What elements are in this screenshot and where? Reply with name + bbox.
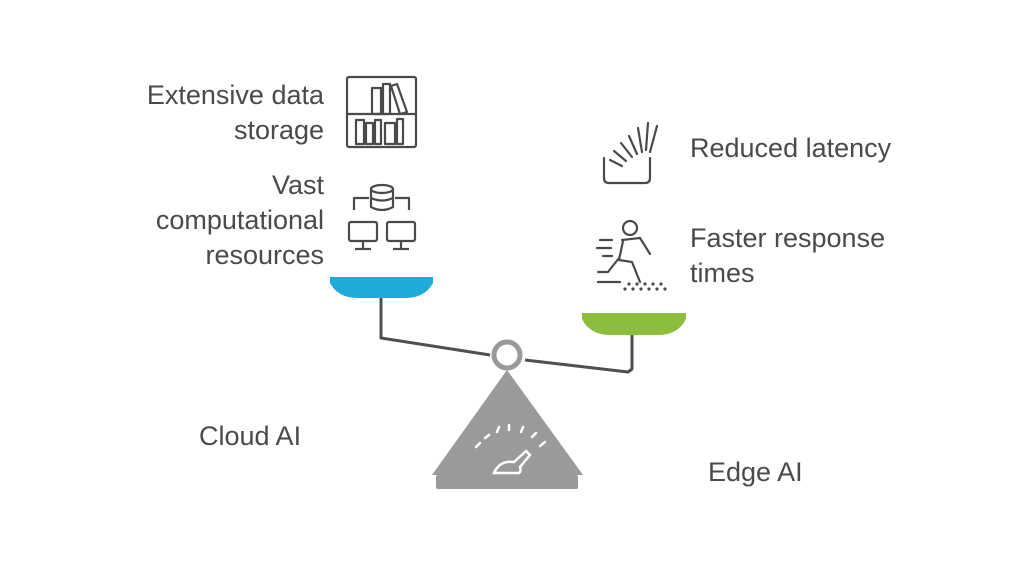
extensive-data-storage-label: Extensive data storage — [147, 78, 324, 148]
label-line: storage — [233, 115, 324, 145]
label-line: computational — [155, 205, 324, 235]
scale-pivot — [491, 339, 523, 371]
vast-computational-resources-label: Vast computational resources — [156, 168, 324, 273]
scale-beam — [379, 298, 634, 374]
edge-ai-pan — [582, 313, 686, 335]
label-line: Reduced latency — [690, 133, 892, 163]
label-line: Faster response — [690, 223, 886, 253]
faster-response-times-label: Faster response times — [690, 221, 885, 291]
reduced-latency-label: Reduced latency — [690, 131, 891, 166]
label-line: Extensive data — [146, 80, 324, 110]
label-line: times — [690, 258, 755, 288]
edge-ai-label: Edge AI — [708, 457, 803, 487]
cloud-ai-label: Cloud AI — [199, 421, 302, 451]
label-line: Vast — [271, 170, 324, 200]
scale-stand — [432, 370, 583, 489]
bookshelf-icon — [345, 75, 418, 149]
speedometer-icon — [474, 423, 547, 475]
speed-box-icon — [602, 121, 659, 185]
runner-icon — [595, 219, 667, 291]
database-network-icon — [347, 183, 417, 251]
cloud-ai-pan — [330, 277, 433, 298]
label-line: resources — [205, 240, 324, 270]
